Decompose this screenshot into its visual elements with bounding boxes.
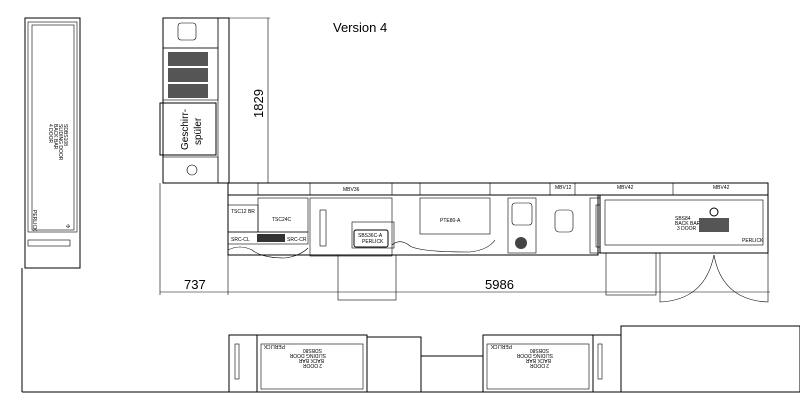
- left-back-bar-cooler: SDBS108 SLIDING DOOR BACK BAR 4 DOOR PER…: [24, 17, 81, 269]
- label-mbv12: MBV12: [555, 185, 572, 191]
- bottom-cooler-2: 2 DOOR BACK BAR SLIDING DOOR SDBS80 PERL…: [482, 325, 800, 393]
- dimension-horizontal: 737 5986: [159, 183, 770, 295]
- left-cooler-brand: PERLICK: [31, 210, 37, 232]
- dimension-vertical: 1829: [229, 17, 270, 183]
- label-src-cl: SRC-CL: [231, 237, 250, 243]
- cooler-2-brand: PERLICK: [490, 343, 512, 349]
- label-sbs84-doors: 3 DOOR: [677, 226, 697, 232]
- label-sbs36c: SBS36C-A: [358, 233, 383, 239]
- cooler-1-type2: BACK BAR: [298, 357, 324, 363]
- cooler-1-brand: PERLICK: [263, 343, 285, 349]
- cooler-2-type: SLIDING DOOR: [516, 352, 553, 358]
- dishwasher-label-1: Geschirr-: [180, 109, 191, 150]
- bottom-cooler-1: 2 DOOR BACK BAR SLIDING DOOR SDBS80 PERL…: [228, 334, 484, 393]
- label-mbv42-b: MBV42: [713, 185, 730, 191]
- left-cooler-model: SDBS108: [62, 124, 68, 146]
- svg-text:✣: ✣: [66, 224, 70, 230]
- dimension-737: 737: [184, 277, 206, 292]
- dimension-1829: 1829: [251, 89, 266, 118]
- label-tsc24c: TSC24C: [272, 217, 292, 223]
- dishwasher-label-2: spüler: [193, 117, 204, 145]
- left-cooler-type2: BACK BAR: [52, 124, 58, 150]
- cooler-1-type: SLIDING DOOR: [289, 352, 326, 358]
- drawing-title: Version 4: [333, 20, 387, 35]
- cooler-2-model: SDBS80: [530, 347, 549, 353]
- dimension-5986: 5986: [485, 277, 514, 292]
- label-pte80: PTE80-A: [440, 218, 461, 224]
- label-perlick-right: PERLICK: [742, 238, 764, 244]
- room-walls: [21, 268, 800, 393]
- left-cooler-doors: 4 DOOR: [47, 124, 53, 144]
- label-mbv36: MBV36: [343, 187, 360, 193]
- label-mbv42-a: MBV42: [617, 185, 634, 191]
- label-src-cr: SRC-CR: [287, 237, 307, 243]
- label-sbs84: SBS84: [675, 216, 691, 222]
- left-cooler-type: SLIDING DOOR: [57, 124, 63, 161]
- label-tsc12: TSC12 BR: [231, 209, 255, 215]
- label-sbs36c-brand: PERLICK: [362, 239, 384, 245]
- label-sbs84-type: BACK BAR: [675, 221, 701, 227]
- cooler-2-doors: 2 DOOR: [529, 362, 549, 368]
- cooler-2-type2: BACK BAR: [525, 357, 551, 363]
- cooler-1-model: SDBS80: [303, 347, 322, 353]
- dishwasher-station: Geschirr- spüler: [159, 17, 230, 184]
- main-bar-counter: MBV36 MBV12 MBV42 MBV42 TSC12 BR TSC24C …: [227, 182, 769, 303]
- cooler-1-doors: 2 DOOR: [302, 362, 322, 368]
